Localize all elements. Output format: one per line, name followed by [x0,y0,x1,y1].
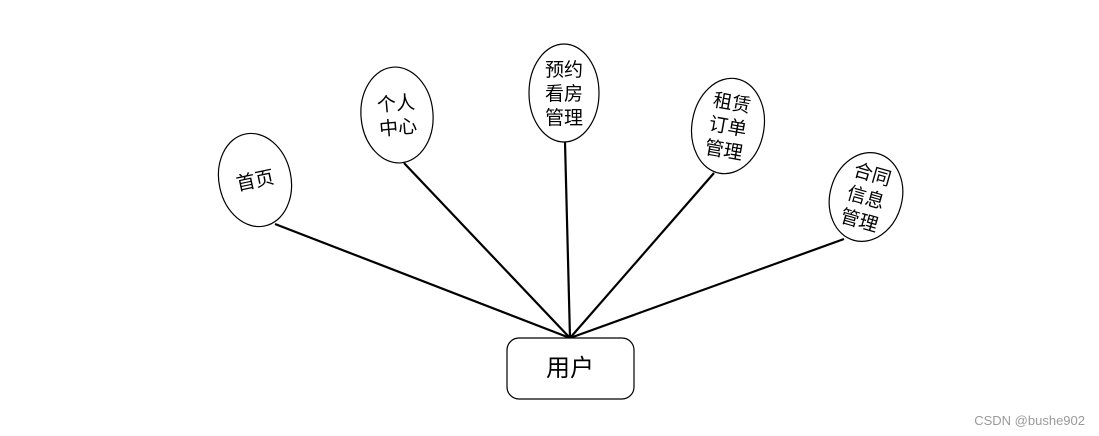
root-node-box [506,337,635,400]
node-ellipse-home [217,132,293,228]
root-node-label: 用户 [546,354,594,382]
root-node: 用户 [506,337,635,400]
node-label-personal-center: 个人 [376,91,416,116]
edge-contract-info [569,237,845,340]
node-ellipse-contract-info [828,152,904,242]
edge-home [274,222,571,340]
node-label-viewing-appointment: 管理 [545,107,583,129]
watermark: CSDN @bushe902 [974,413,1085,428]
node-label-viewing-appointment: 预约 [545,59,583,81]
node-ellipse-personal-center [360,66,434,164]
edges [274,141,845,340]
edge-viewing-appointment [563,141,572,339]
edge-personal-center [403,162,571,339]
node-home: 首页 [217,132,293,228]
node-ellipse-viewing-appointment [528,43,600,143]
node-label-personal-center: 中心 [378,115,418,140]
node-label-viewing-appointment: 看房 [545,83,583,105]
edge-rental-order [569,172,715,339]
node-ellipse-rental-order [690,77,766,175]
